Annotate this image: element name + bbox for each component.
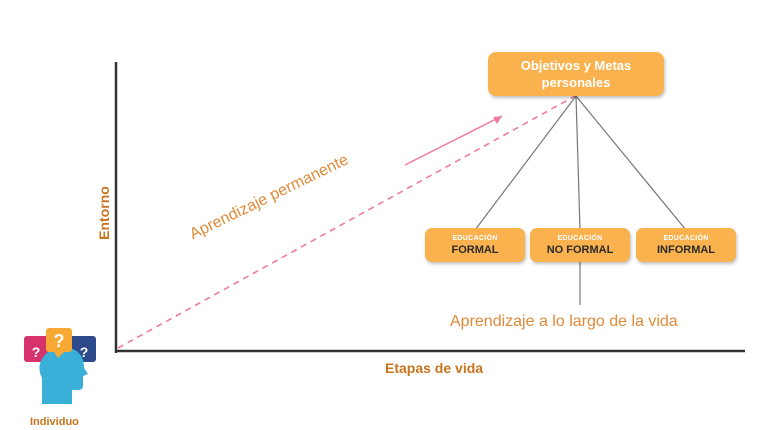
diagonal-arrow-line bbox=[404, 115, 503, 166]
lifelong-learning-label: Aprendizaje a lo largo de la vida bbox=[450, 313, 678, 330]
connector-informal bbox=[575, 95, 687, 231]
svg-text:?: ? bbox=[80, 344, 89, 360]
y-axis-title: Entorno bbox=[96, 186, 112, 240]
education-noformal-label: NO FORMAL bbox=[546, 243, 614, 256]
individual-label: Individuo bbox=[30, 416, 79, 428]
goal-label: Objetivos y Metas personales bbox=[520, 58, 632, 90]
diagonal-dashed-line bbox=[117, 95, 576, 349]
x-axis-title: Etapas de vida bbox=[385, 360, 484, 376]
education-formal-label: FORMAL bbox=[451, 243, 499, 256]
education-informal-small: EDUCACIÓN bbox=[663, 234, 709, 242]
education-formal-small: EDUCACIÓN bbox=[452, 234, 498, 242]
education-noformal-box: EDUCACIÓN NO FORMAL bbox=[530, 228, 630, 262]
head-question-icon: ? ? ? bbox=[24, 328, 96, 404]
education-informal-box: EDUCACIÓN INFORMAL bbox=[636, 228, 736, 262]
education-formal-box: EDUCACIÓN FORMAL bbox=[425, 228, 525, 262]
diagonal-arrow-head bbox=[493, 116, 502, 124]
svg-text:?: ? bbox=[32, 344, 41, 360]
goal-box: Objetivos y Metas personales bbox=[488, 52, 664, 96]
education-noformal-small: EDUCACIÓN bbox=[557, 234, 603, 242]
education-informal-label: INFORMAL bbox=[656, 243, 716, 256]
connector-formal bbox=[474, 95, 577, 231]
connector-noformal bbox=[575, 95, 581, 231]
svg-text:?: ? bbox=[54, 331, 65, 351]
